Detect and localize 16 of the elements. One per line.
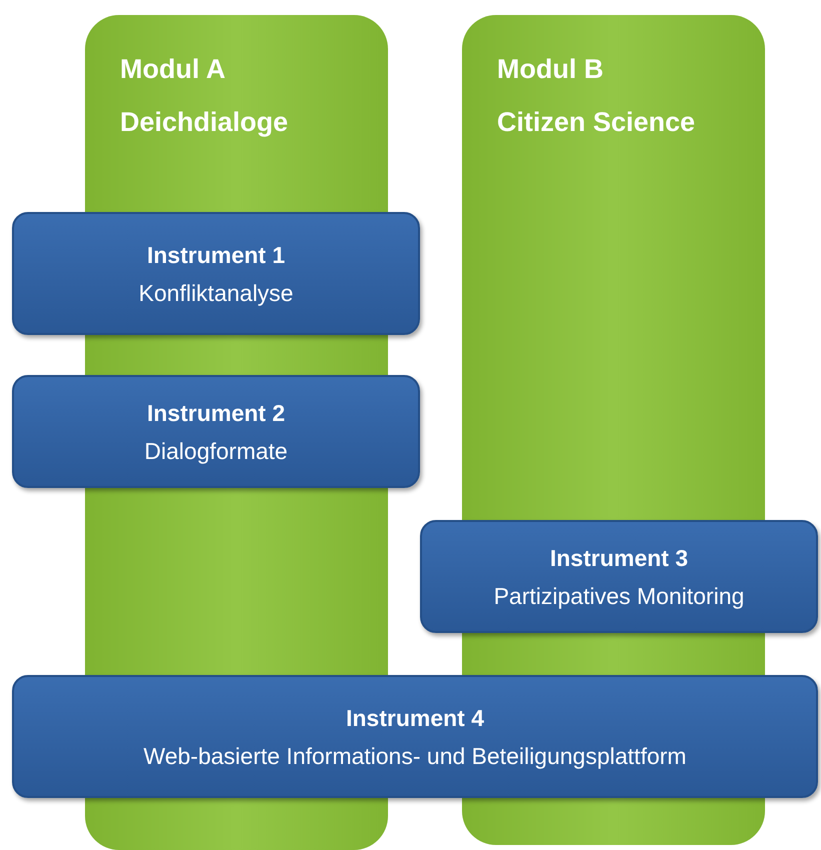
module-label: Modul A	[120, 53, 226, 86]
instrument-box	[12, 212, 420, 335]
instrument-title: Instrument 1	[146, 240, 286, 270]
module-title: Deichdialoge	[120, 106, 288, 139]
module-label: Modul B	[497, 53, 604, 86]
instrument-title: Instrument 4	[346, 704, 484, 732]
instrument-box	[12, 675, 818, 798]
instrument-box	[12, 375, 420, 488]
instrument-title: Instrument 3	[550, 544, 688, 572]
instrument-description: Partizipatives Monitoring	[494, 582, 744, 611]
instrument-description: Web-basierte Informations- und Beteiligungsplattform	[144, 742, 686, 771]
instrument-box	[420, 520, 818, 633]
instrument-description: Konfliktanalyse	[138, 278, 294, 308]
module-title: Citizen Science	[497, 106, 696, 139]
instrument-description: Dialogformate	[144, 436, 288, 466]
instrument-title: Instrument 2	[146, 398, 286, 428]
